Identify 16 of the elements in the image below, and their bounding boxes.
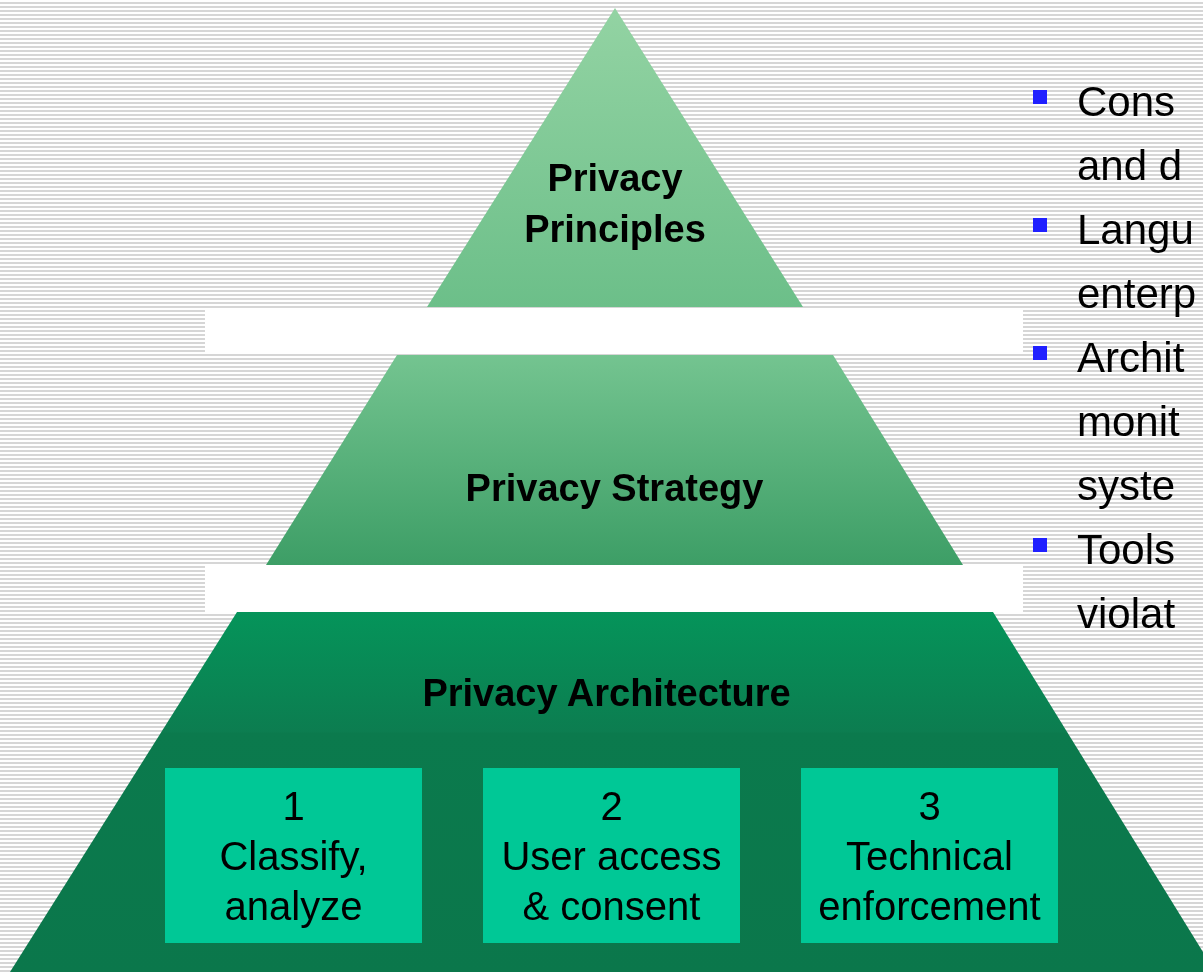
component-box bbox=[165, 768, 422, 943]
step-label: Classify, analyze bbox=[218, 832, 369, 930]
bullet-text: Tools violat bbox=[1077, 525, 1177, 639]
bullet-text: Cons and d bbox=[1077, 77, 1184, 191]
tier-title: Privacy Strategy bbox=[465, 466, 764, 511]
step-number: 2 bbox=[600, 782, 623, 830]
step-number: 1 bbox=[282, 782, 305, 830]
step-label: User access & consent bbox=[500, 832, 723, 930]
tier-title: Privacy Architecture bbox=[422, 671, 791, 716]
bullet-text: Archit monit syste bbox=[1077, 333, 1186, 511]
bullet-text: Langu enterp bbox=[1077, 205, 1198, 319]
tier-title: Privacy Principles bbox=[523, 156, 707, 252]
component-box bbox=[483, 768, 740, 943]
step-number: 3 bbox=[918, 782, 941, 830]
step-label: Technical enforcement bbox=[817, 832, 1042, 930]
component-box bbox=[801, 768, 1058, 943]
